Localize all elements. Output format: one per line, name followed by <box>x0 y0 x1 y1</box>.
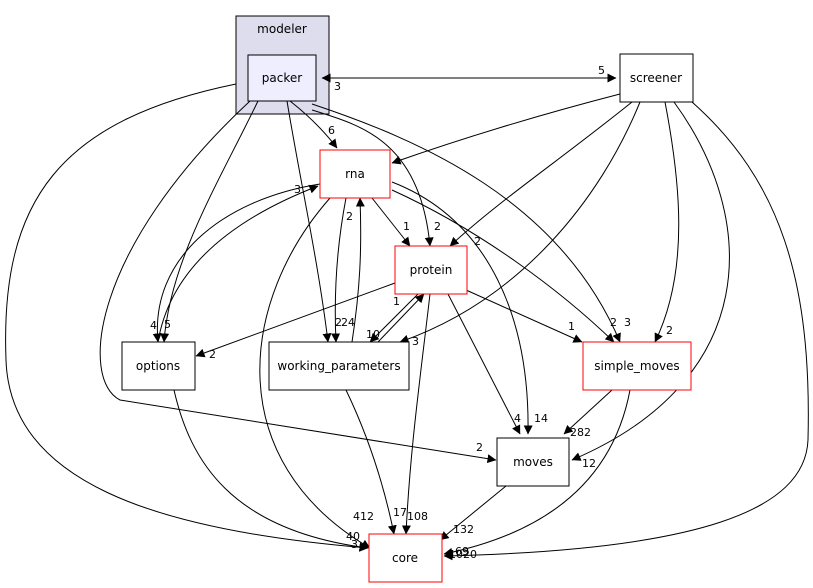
edge-label: 14 <box>534 412 548 425</box>
edge-packer-moves <box>99 100 497 464</box>
edge-wp-core <box>345 389 397 535</box>
node-options-box <box>121 341 196 391</box>
node-core-label: core <box>392 551 418 565</box>
node-packer-label: packer <box>262 71 302 85</box>
edge-label: 12 <box>582 457 596 470</box>
edge-label: 2 <box>209 348 216 361</box>
node-rna-box <box>319 149 391 199</box>
edge-label: 5 <box>164 318 171 331</box>
edge-label: 1 <box>568 320 575 333</box>
node-core[interactable]: core <box>368 533 443 583</box>
edges <box>5 73 809 561</box>
edge-label: 10 <box>366 328 380 341</box>
node-options[interactable]: options <box>121 341 196 391</box>
node-moves[interactable]: moves <box>496 437 570 487</box>
edge-label: 4 <box>150 319 157 332</box>
edge-rna-protein <box>371 197 411 247</box>
edge-packer-wp <box>286 100 332 343</box>
edge-label: 5 <box>598 64 605 77</box>
edge-wp-rna <box>351 197 365 343</box>
edge-label: 3 <box>294 183 301 196</box>
edge-packer-protein <box>311 109 434 247</box>
node-packer[interactable]: packer <box>247 54 317 102</box>
node-screener[interactable]: screener <box>619 53 694 103</box>
edge-screener-protein <box>449 101 633 247</box>
node-screener-label: screener <box>630 71 682 85</box>
node-working-parameters[interactable]: working_parameters <box>268 341 410 391</box>
edge-screener-rna <box>391 93 621 165</box>
edge-label: 24 <box>341 316 355 329</box>
edge-rna-options <box>152 183 321 343</box>
edge-label: 108 <box>407 510 428 523</box>
edge-moves-core <box>439 485 507 541</box>
edge-rna-wp <box>331 197 347 343</box>
edge-labels: 5 3 6 38 3 2 1 2 2 4 5 2 2 24 10 1 3 1 2… <box>150 64 673 561</box>
edge-label: 3 <box>624 316 631 329</box>
node-simple-moves[interactable]: simple_moves <box>582 341 692 391</box>
edge-packer-options <box>160 100 259 343</box>
edge-rna-core <box>259 197 371 549</box>
node-protein[interactable]: protein <box>394 245 468 295</box>
edge-packer-simple <box>311 103 621 343</box>
edge-protein-moves <box>447 293 521 435</box>
edge-protein-core <box>401 293 431 535</box>
edge-screener-simple <box>654 101 680 343</box>
edge-screener-wp <box>399 101 641 344</box>
edge-label: 69 <box>455 545 469 558</box>
edge-simple-core <box>443 389 631 557</box>
edge-label: 3 <box>334 80 341 93</box>
edge-protein-options <box>195 282 396 358</box>
edge-label: 132 <box>453 523 474 536</box>
edge-label: 40 <box>346 530 360 543</box>
node-screener-box <box>619 53 694 103</box>
node-rna[interactable]: rna <box>319 149 391 199</box>
edge-screener-moves <box>571 101 730 461</box>
edge-label: 1 <box>393 295 400 308</box>
edge-label: 6 <box>328 124 335 137</box>
node-options-label: options <box>136 359 180 373</box>
node-simple-moves-box <box>582 341 692 391</box>
edge-wp-protein <box>377 293 425 343</box>
edge-label: 2 <box>346 210 353 223</box>
edge-protein-simple <box>465 289 583 343</box>
edge-label: 4 <box>514 412 521 425</box>
node-simple-moves-label: simple_moves <box>594 359 679 373</box>
edge-label: 2 <box>434 220 441 233</box>
cluster-modeler-label: modeler <box>257 22 307 36</box>
edge-simple-moves <box>563 389 613 435</box>
edge-label: 1020 <box>449 548 477 561</box>
node-working-parameters-label: working_parameters <box>277 359 400 373</box>
node-rna-label: rna <box>345 167 365 181</box>
edge-label: 412 <box>353 510 374 523</box>
edge-rna-simple <box>391 189 615 343</box>
edge-label: 17 <box>393 506 407 519</box>
node-working-parameters-box <box>268 341 410 391</box>
edge-label: 2 <box>474 235 481 248</box>
edge-label: 2 <box>610 316 617 329</box>
edge-label: 2 <box>335 316 342 329</box>
node-moves-label: moves <box>513 455 553 469</box>
node-packer-box <box>247 54 317 102</box>
edge-options-core <box>173 389 369 552</box>
edge-label: 1 <box>403 220 410 233</box>
edge-screener-core <box>443 101 809 561</box>
node-protein-label: protein <box>410 263 453 277</box>
node-protein-box <box>394 245 468 295</box>
edge-label: 282 <box>570 426 591 439</box>
edge-rna-moves <box>391 181 533 435</box>
node-moves-box <box>496 437 570 487</box>
edge-packer-core <box>5 83 369 552</box>
edge-label: 3 <box>412 335 419 348</box>
edge-label: 3 <box>351 538 358 551</box>
edge-options-rna <box>157 184 319 343</box>
edge-label: 2 <box>476 441 483 454</box>
edge-protein-wp <box>369 293 419 343</box>
node-core-box <box>368 533 443 583</box>
edge-packer-rna <box>289 100 338 149</box>
edge-label: 2 <box>666 324 673 337</box>
